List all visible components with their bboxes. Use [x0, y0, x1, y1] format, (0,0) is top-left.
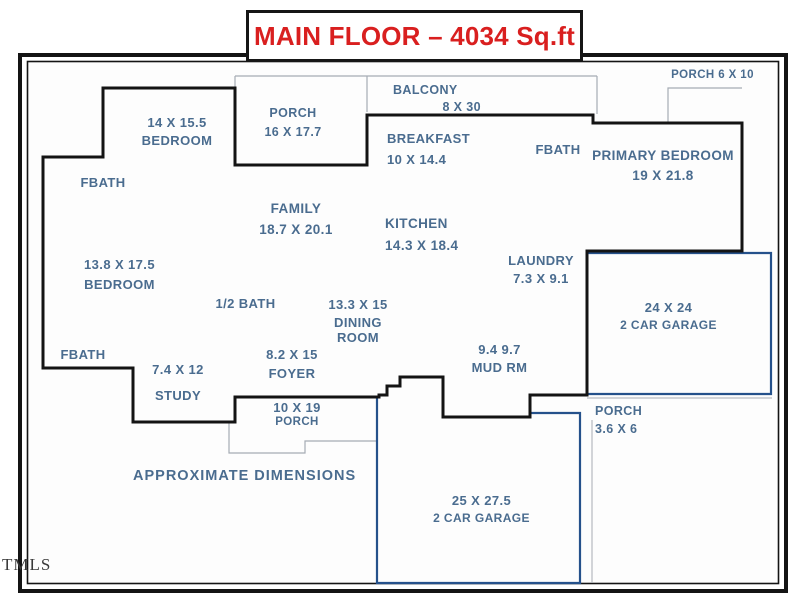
title-box: MAIN FLOOR – 4034 Sq.ft [246, 10, 583, 62]
approximate-dimensions-note: APPROXIMATE DIMENSIONS [133, 468, 357, 484]
room-label-balcony: BALCONY 8 X 30 [393, 83, 481, 114]
room-label-kitchen: KITCHEN 14.3 X 18.4 [385, 216, 459, 253]
room-label-primary-bedroom: PRIMARY BEDROOM 19 X 21.8 [592, 148, 734, 184]
page-title: MAIN FLOOR – 4034 Sq.ft [254, 20, 575, 51]
tmls-watermark: TMLS [2, 555, 52, 574]
house-outline [41, 86, 744, 424]
room-label-foyer: 8.2 X 15 FOYER [266, 347, 318, 381]
room-label-bedroom-14: 14 X 15.5 BEDROOM [141, 115, 213, 149]
room-label-mud-room: 9.4 9.7 MUD RM [471, 342, 528, 375]
garage-24x24-outline [587, 251, 773, 396]
room-label-breakfast: BREAKFAST 10 X 14.4 [387, 131, 471, 167]
porch-6x10-outline [667, 87, 742, 122]
room-label-half-bath: 1/2 BATH [215, 296, 276, 311]
room-label-laundry: LAUNDRY 7.3 X 9.1 [508, 253, 574, 287]
room-label-fbath-top: FBATH [535, 142, 581, 157]
room-label-fbath-bottom: FBATH [60, 347, 106, 362]
balcony-porch-outline [234, 75, 598, 114]
room-label-dining-dims: 13.3 X 15 [328, 297, 388, 312]
room-label-porch-10: 10 X 19 PORCH [273, 400, 321, 428]
porch-10x19-outline [228, 423, 377, 454]
room-label-porch-36: PORCH 3.6 X 6 [595, 404, 643, 436]
room-label-porch-16: PORCH 16 X 17.7 [264, 106, 322, 139]
room-label-bedroom-13: 13.8 X 17.5 BEDROOM [84, 257, 155, 293]
rear-porch-outline [587, 397, 772, 583]
garage-25x27-outline [375, 397, 582, 585]
room-label-porch-6x10: PORCH 6 X 10 [671, 69, 754, 81]
room-label-fbath-left: FBATH [80, 175, 126, 190]
room-label-garage-24: 24 X 24 2 CAR GARAGE [620, 300, 717, 333]
room-label-garage-25: 25 X 27.5 2 CAR GARAGE [433, 493, 530, 525]
room-label-family: FAMILY 18.7 X 20.1 [259, 201, 333, 237]
room-label-dining-name: DINING ROOM [334, 315, 382, 345]
room-label-study: 7.4 X 12 STUDY [152, 362, 204, 403]
